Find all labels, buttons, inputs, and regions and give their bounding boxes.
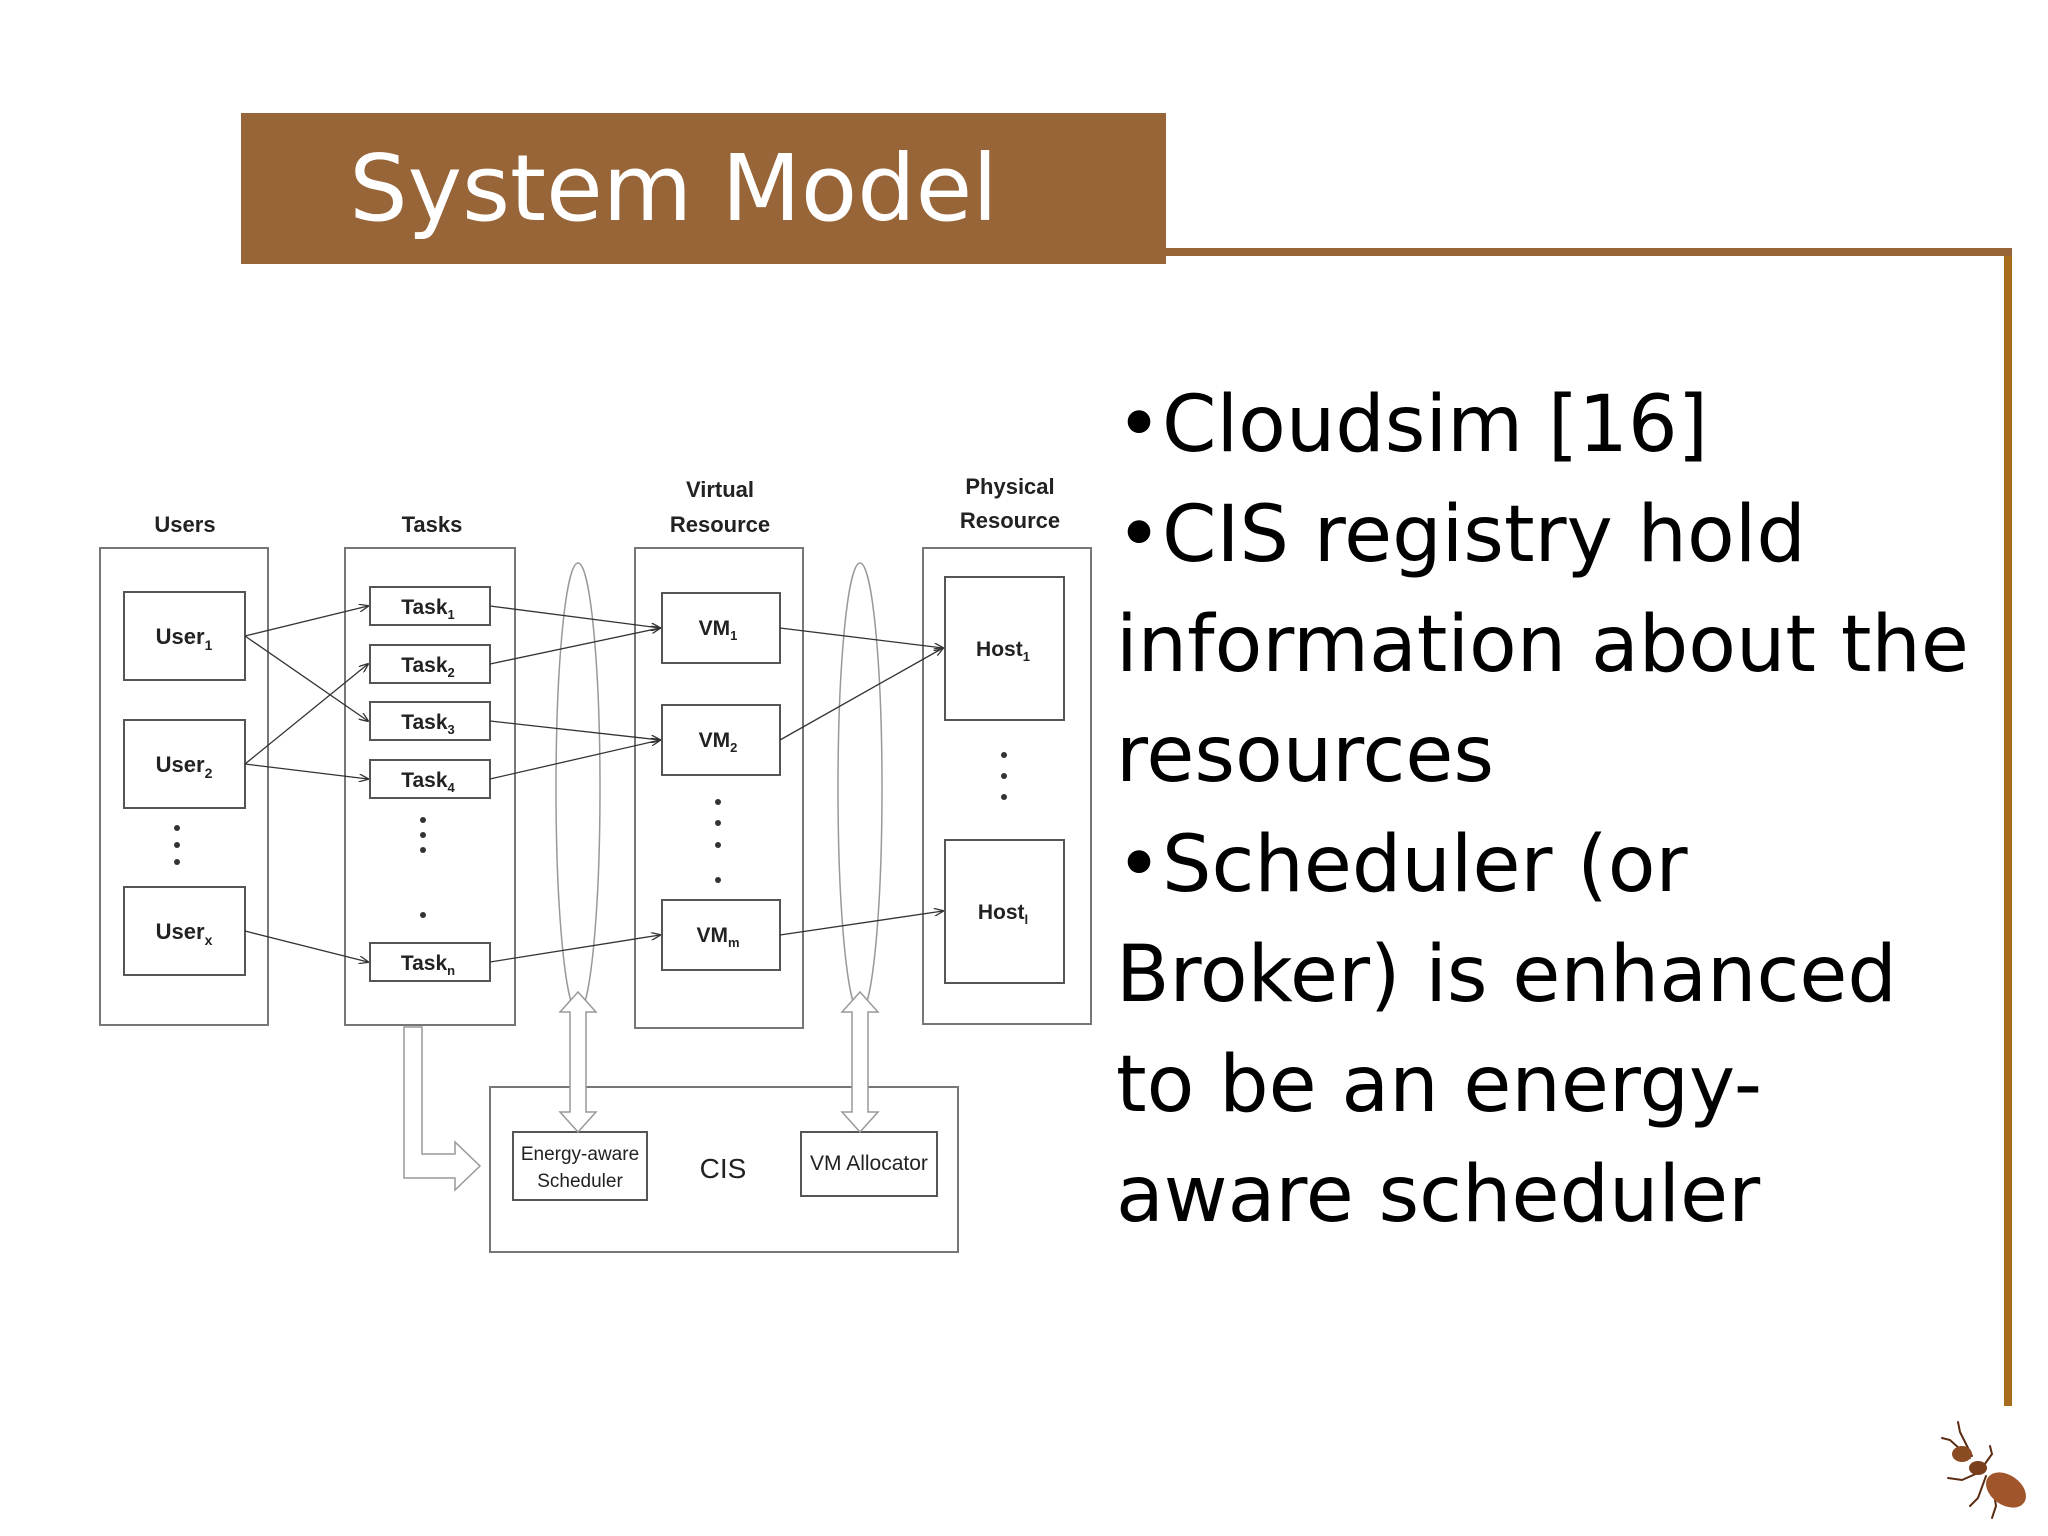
- slide-title: System Model: [349, 135, 998, 242]
- host-box-1: Host1: [944, 576, 1065, 721]
- svg-text:VM2: VM2: [699, 729, 738, 755]
- bullet-list: •Cloudsim [16] •CIS registry hold inform…: [1116, 370, 1996, 1250]
- tasks-column: [344, 547, 516, 1026]
- cis-label: CIS: [700, 1153, 747, 1184]
- title-bar: System Model: [241, 113, 1166, 264]
- svg-text:VM Allocator: VM Allocator: [810, 1152, 928, 1175]
- vm-ellipsis: [715, 799, 721, 883]
- host-box-l: Hostl: [944, 839, 1065, 984]
- task-box-n: Taskn: [369, 942, 491, 982]
- vm-allocator-box: VM Allocator: [800, 1131, 938, 1197]
- system-model-diagram: Users Tasks Virtual Resource Physical Re…: [99, 474, 1092, 1253]
- task-box-4: Task4: [369, 759, 491, 799]
- virtual-resource-column: [634, 547, 804, 1029]
- user-box-x: Userx: [123, 886, 246, 976]
- user-box-1: User1: [123, 591, 246, 681]
- task-box-1: Task1: [369, 586, 491, 626]
- bullet-item: •Scheduler (or Broker) is enhanced to be…: [1116, 820, 1897, 1240]
- svg-text:Task3: Task3: [401, 711, 455, 737]
- double-arrow-left: [558, 990, 598, 1134]
- virtual-resource-header-1: Virtual: [686, 477, 754, 502]
- vm-box-m: VMm: [661, 899, 781, 971]
- physical-resource-column: [922, 547, 1092, 1025]
- svg-text:Energy-aware: Energy-aware: [521, 1144, 639, 1165]
- svg-text:Host1: Host1: [976, 638, 1030, 664]
- svg-text:VMm: VMm: [696, 924, 739, 950]
- svg-text:Taskn: Taskn: [401, 952, 455, 978]
- svg-text:Task4: Task4: [401, 769, 455, 795]
- physical-resource-header-2: Resource: [960, 508, 1060, 533]
- vm-box-1: VM1: [661, 592, 781, 664]
- user-box-2: User2: [123, 719, 246, 809]
- frame-top-line: [1166, 248, 2012, 256]
- svg-text:VM1: VM1: [699, 617, 738, 643]
- ant-icon: [1941, 1421, 2026, 1519]
- svg-text:User2: User2: [156, 752, 213, 781]
- bullet-item: •Cloudsim [16]: [1116, 380, 1709, 470]
- user-task-arrows: [244, 606, 368, 962]
- svg-text:Task2: Task2: [401, 654, 455, 680]
- bullet-item: •CIS registry hold information about the…: [1116, 490, 1969, 800]
- double-arrow-right: [840, 990, 880, 1134]
- svg-text:Task1: Task1: [401, 596, 455, 622]
- virtual-resource-header-2: Resource: [670, 512, 770, 537]
- vm-host-arrows: [779, 627, 943, 936]
- channel-ellipse-right: [837, 562, 883, 1014]
- host-ellipsis: [1001, 752, 1007, 800]
- task-box-2: Task2: [369, 644, 491, 684]
- tasks-to-scheduler-arrow: [403, 1026, 482, 1192]
- tasks-header: Tasks: [402, 512, 463, 537]
- svg-text:Userx: Userx: [156, 919, 213, 948]
- task-vm-arrows: [489, 605, 660, 963]
- users-column: [99, 547, 269, 1026]
- user-ellipsis: [174, 825, 180, 865]
- task-box-3: Task3: [369, 701, 491, 741]
- physical-resource-header-1: Physical: [965, 474, 1054, 499]
- users-header: Users: [154, 512, 215, 537]
- vm-box-2: VM2: [661, 704, 781, 776]
- svg-text:Scheduler: Scheduler: [537, 1171, 623, 1192]
- frame-right-line: [2004, 256, 2012, 1406]
- energy-aware-scheduler-box: Energy-aware Scheduler: [512, 1131, 648, 1201]
- svg-text:Hostl: Hostl: [978, 901, 1028, 927]
- svg-text:User1: User1: [156, 624, 213, 653]
- task-ellipsis: [420, 817, 426, 918]
